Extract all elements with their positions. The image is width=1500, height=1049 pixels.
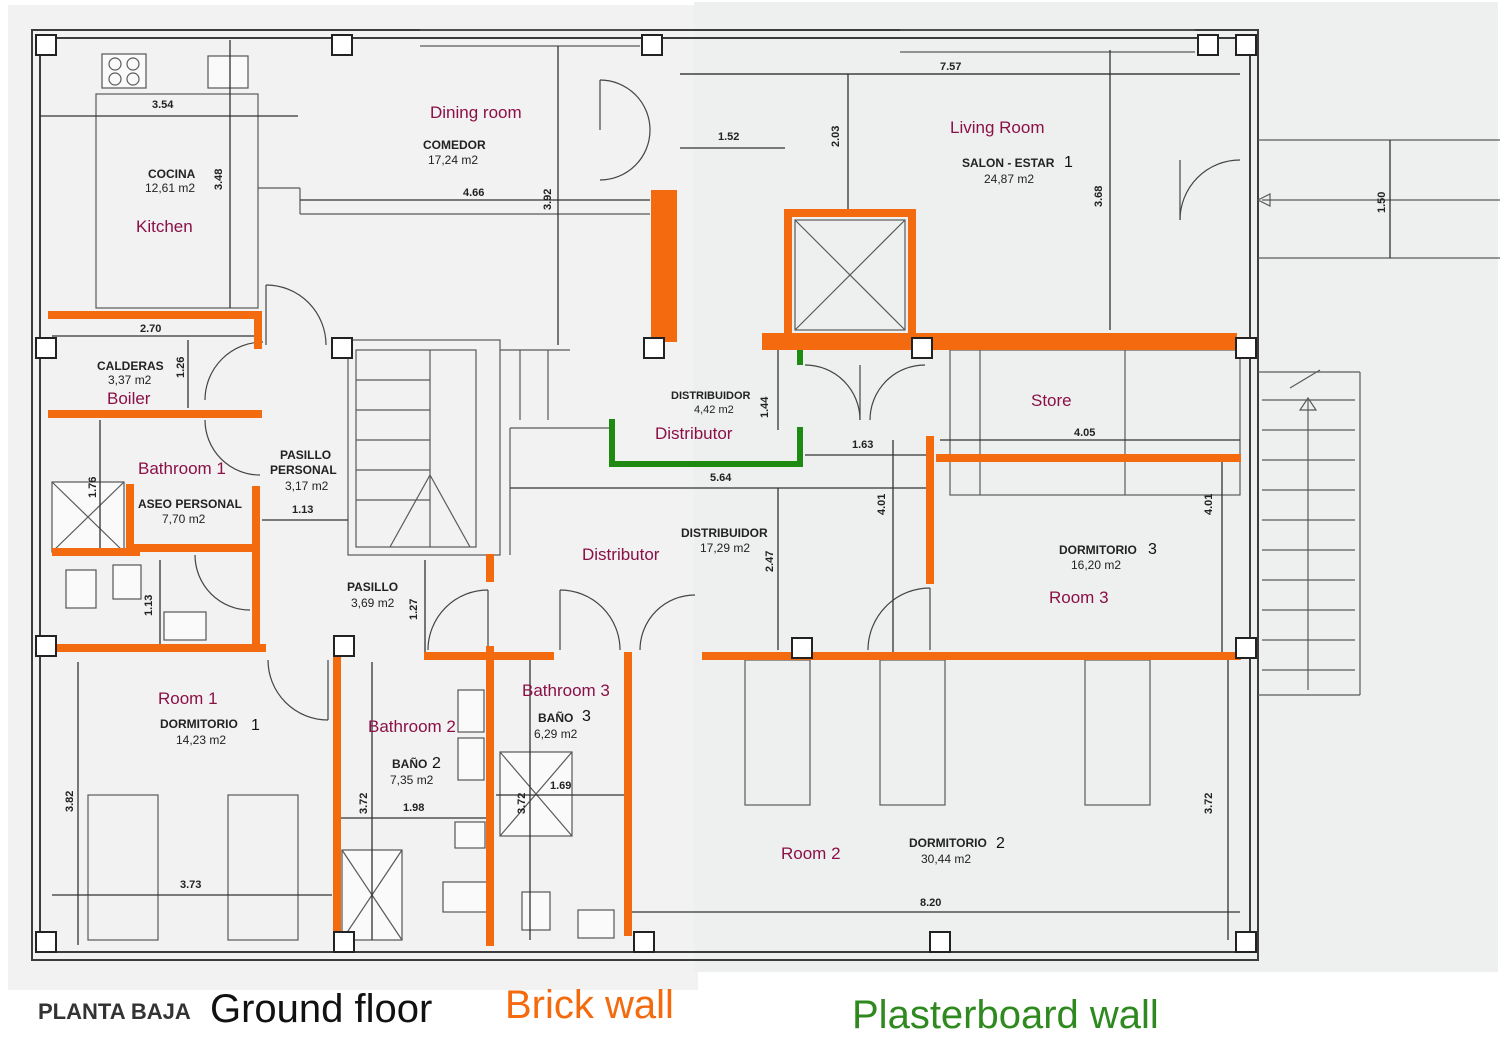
distrib-small-caption: DISTRIBUIDOR <box>671 390 751 402</box>
room2-caption: DORMITORIO <box>909 836 987 850</box>
washbasin-icon <box>163 611 207 641</box>
living-area: 24,87 m2 <box>984 172 1034 186</box>
bath3-number: 3 <box>582 708 591 725</box>
pasillo-caption: PASILLO <box>347 580 398 594</box>
plasterboard-walls <box>609 350 803 467</box>
dim-corridor-width: 5.64 <box>710 472 732 484</box>
boiler-caption: CALDERAS <box>97 359 164 373</box>
room1-area: 14,23 m2 <box>176 733 226 747</box>
dim-room3-right: 4.01 <box>1203 494 1215 515</box>
dim-hall-width: 1.52 <box>718 131 739 143</box>
dining-area: 17,24 m2 <box>428 153 478 167</box>
doors <box>194 79 1241 721</box>
dim-room2-depth: 3.72 <box>1203 793 1215 814</box>
distributor-label-big: Distributor <box>582 545 660 564</box>
plasterboard-wall-legend: Plasterboard wall <box>852 993 1159 1037</box>
boiler-area: 3,37 m2 <box>108 373 152 387</box>
structural-columns <box>35 34 1257 953</box>
room-labels: Kitchen Dining room Living Room Boiler B… <box>107 103 1109 863</box>
room3-area: 16,20 m2 <box>1071 558 1121 572</box>
kitchen-label: Kitchen <box>136 217 193 236</box>
distributor-label-small: Distributor <box>655 424 733 443</box>
dim-bath2-width: 1.98 <box>403 802 424 814</box>
dim-pasillo-depth: 1.27 <box>408 599 420 620</box>
kitchen-caption: COCINA <box>148 167 196 181</box>
dim-hall-depth: 2.03 <box>830 126 842 147</box>
dim-dining-width: 4.66 <box>463 187 484 199</box>
room-1-label: Room 1 <box>158 689 218 708</box>
room2-number: 2 <box>996 835 1005 852</box>
dim-kitchen-width: 3.54 <box>152 99 174 111</box>
dim-dist-depth: 2.47 <box>764 551 776 572</box>
distrib-small-area: 4,42 m2 <box>694 404 734 416</box>
room2-area: 30,44 m2 <box>921 852 971 866</box>
dim-room1-depth: 3.82 <box>64 791 76 812</box>
toilet-icon <box>65 569 97 609</box>
room1-number: 1 <box>251 717 260 734</box>
bath1-caption: ASEO PERSONAL <box>138 497 242 511</box>
plan-sheet-right <box>694 2 1498 972</box>
kitchen-sink-icon <box>207 55 249 89</box>
brick-wall-legend: Brick wall <box>505 983 674 1027</box>
store-label: Store <box>1031 391 1072 410</box>
dim-bath3-depth: 3.72 <box>516 793 528 814</box>
brick-walls <box>48 190 1241 946</box>
distrib-big-caption: DISTRIBUIDOR <box>681 526 768 540</box>
dim-bath3-width: 1.69 <box>550 780 571 792</box>
dim-living-depth: 3.68 <box>1093 186 1105 207</box>
living-room-label: Living Room <box>950 118 1045 137</box>
planta-baja-title: PLANTA BAJA <box>38 999 191 1024</box>
distrib-big-area: 17,29 m2 <box>700 541 750 555</box>
bath3-caption: BAÑO <box>538 710 573 725</box>
pasillo-area: 3,69 m2 <box>351 596 395 610</box>
legend: PLANTA BAJA Ground floor Brick wall Plas… <box>38 983 1159 1037</box>
hob-icon <box>101 53 147 89</box>
bidet-icon <box>112 564 142 600</box>
dim-room1-width: 3.73 <box>180 879 201 891</box>
dim-boiler-depth: 1.26 <box>175 357 187 378</box>
bath2-number: 2 <box>432 755 441 772</box>
living-caption: SALON - ESTAR <box>962 156 1055 170</box>
pasillo-pers-area: 3,17 m2 <box>285 479 329 493</box>
dim-store-width: 4.05 <box>1074 427 1095 439</box>
dim-dist-small-depth: 1.44 <box>759 396 771 418</box>
dim-pasillo-pers-width: 1.13 <box>292 504 313 516</box>
bathroom-2-label: Bathroom 2 <box>368 717 456 736</box>
dim-living-width: 7.57 <box>940 61 961 73</box>
ground-floor-title: Ground floor <box>210 987 432 1031</box>
room3-caption: DORMITORIO <box>1059 543 1137 557</box>
bathroom-3-label: Bathroom 3 <box>522 681 610 700</box>
kitchen-area: 12,61 m2 <box>145 181 195 195</box>
dining-room-label: Dining room <box>430 103 522 122</box>
dim-entry-step: 1.50 <box>1376 192 1388 213</box>
bathroom-1-label: Bathroom 1 <box>138 459 226 478</box>
dimension-labels: 3.54 3.48 4.66 3.92 1.52 2.03 7.57 3.68 … <box>64 61 1388 909</box>
room-3-label: Room 3 <box>1049 588 1109 607</box>
room1-caption: DORMITORIO <box>160 717 238 731</box>
dim-bath1-depth: 1.13 <box>143 595 155 616</box>
pasillo-pers-caption-2: PERSONAL <box>270 463 337 477</box>
dim-bath1-shower: 1.76 <box>87 477 99 498</box>
dim-store-door: 1.63 <box>852 439 873 451</box>
bath2-caption: BAÑO <box>392 756 427 771</box>
dim-bath2-depth: 3.72 <box>358 793 370 814</box>
dim-room3-left: 4.01 <box>876 494 888 515</box>
dim-boiler-width: 2.70 <box>140 323 161 335</box>
dining-caption: COMEDOR <box>423 138 486 152</box>
bath3-area: 6,29 m2 <box>534 727 578 741</box>
dim-kitchen-depth: 3.48 <box>213 169 225 190</box>
room-2-label: Room 2 <box>781 844 841 863</box>
boiler-label: Boiler <box>107 389 151 408</box>
dimension-lines <box>40 40 1391 945</box>
dim-room2-width: 8.20 <box>920 897 941 909</box>
dim-dining-depth: 3.92 <box>542 189 554 210</box>
room3-number: 3 <box>1148 541 1157 558</box>
pasillo-pers-caption-1: PASILLO <box>280 448 331 462</box>
room-captions: COCINA 12,61 m2 COMEDOR 17,24 m2 SALON -… <box>97 138 1157 866</box>
living-number: 1 <box>1064 154 1073 171</box>
bath1-area: 7,70 m2 <box>162 512 206 526</box>
bath2-area: 7,35 m2 <box>390 773 434 787</box>
shaft <box>794 219 906 331</box>
